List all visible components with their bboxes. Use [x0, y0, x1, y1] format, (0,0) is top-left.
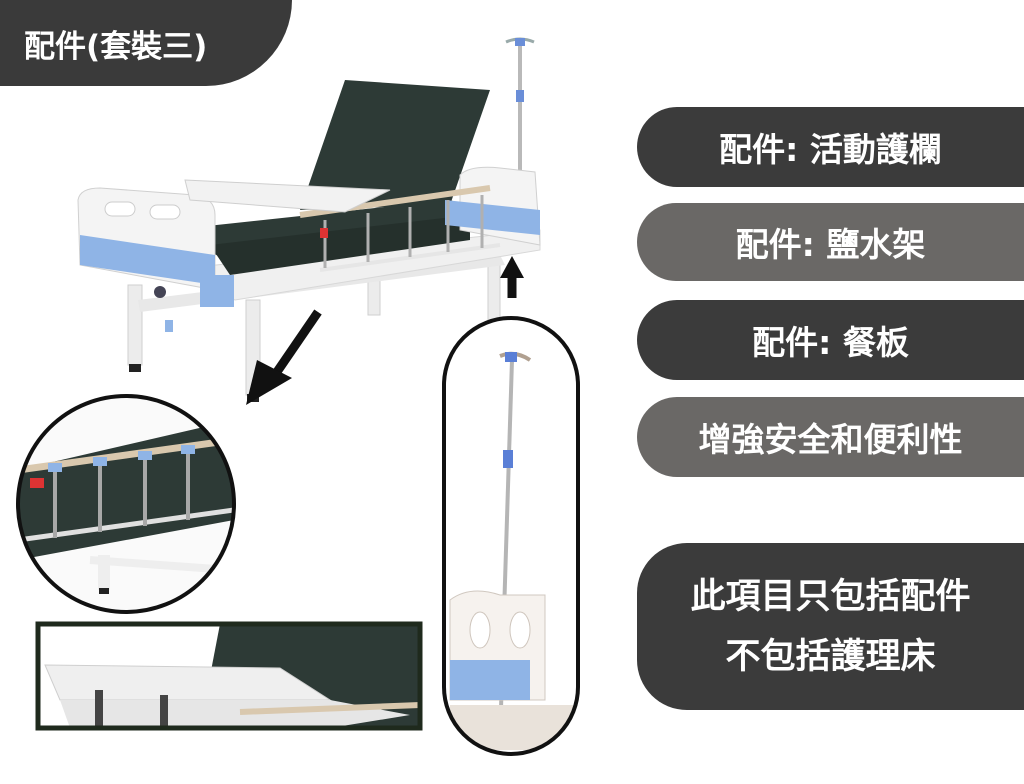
label-rail: 配件: 活動護欄	[637, 107, 1024, 187]
label-benefit-text: 增強安全和便利性	[698, 420, 963, 459]
rail-detail-image	[16, 394, 236, 614]
label-iv-stand-text: 配件: 鹽水架	[735, 225, 926, 264]
label-tray-text: 配件: 餐板	[752, 323, 909, 362]
hospital-bed-image	[77, 37, 541, 402]
label-iv-stand: 配件: 鹽水架	[637, 203, 1024, 281]
label-tray: 配件: 餐板	[637, 300, 1024, 380]
tray-detail-image	[35, 621, 423, 731]
page-title-text: 配件(套裝三)	[24, 28, 208, 65]
iv-stand-detail-image	[442, 316, 580, 756]
page-title: 配件(套裝三)	[0, 0, 292, 86]
label-rail-text: 配件: 活動護欄	[719, 130, 942, 169]
label-benefit: 增強安全和便利性	[637, 397, 1024, 477]
notice-line-2: 不包括護理床	[725, 636, 936, 677]
notice-line-1: 此項目只包括配件	[690, 576, 971, 617]
arrow-icon	[246, 256, 524, 405]
notice-box: 此項目只包括配件 不包括護理床	[637, 543, 1024, 710]
